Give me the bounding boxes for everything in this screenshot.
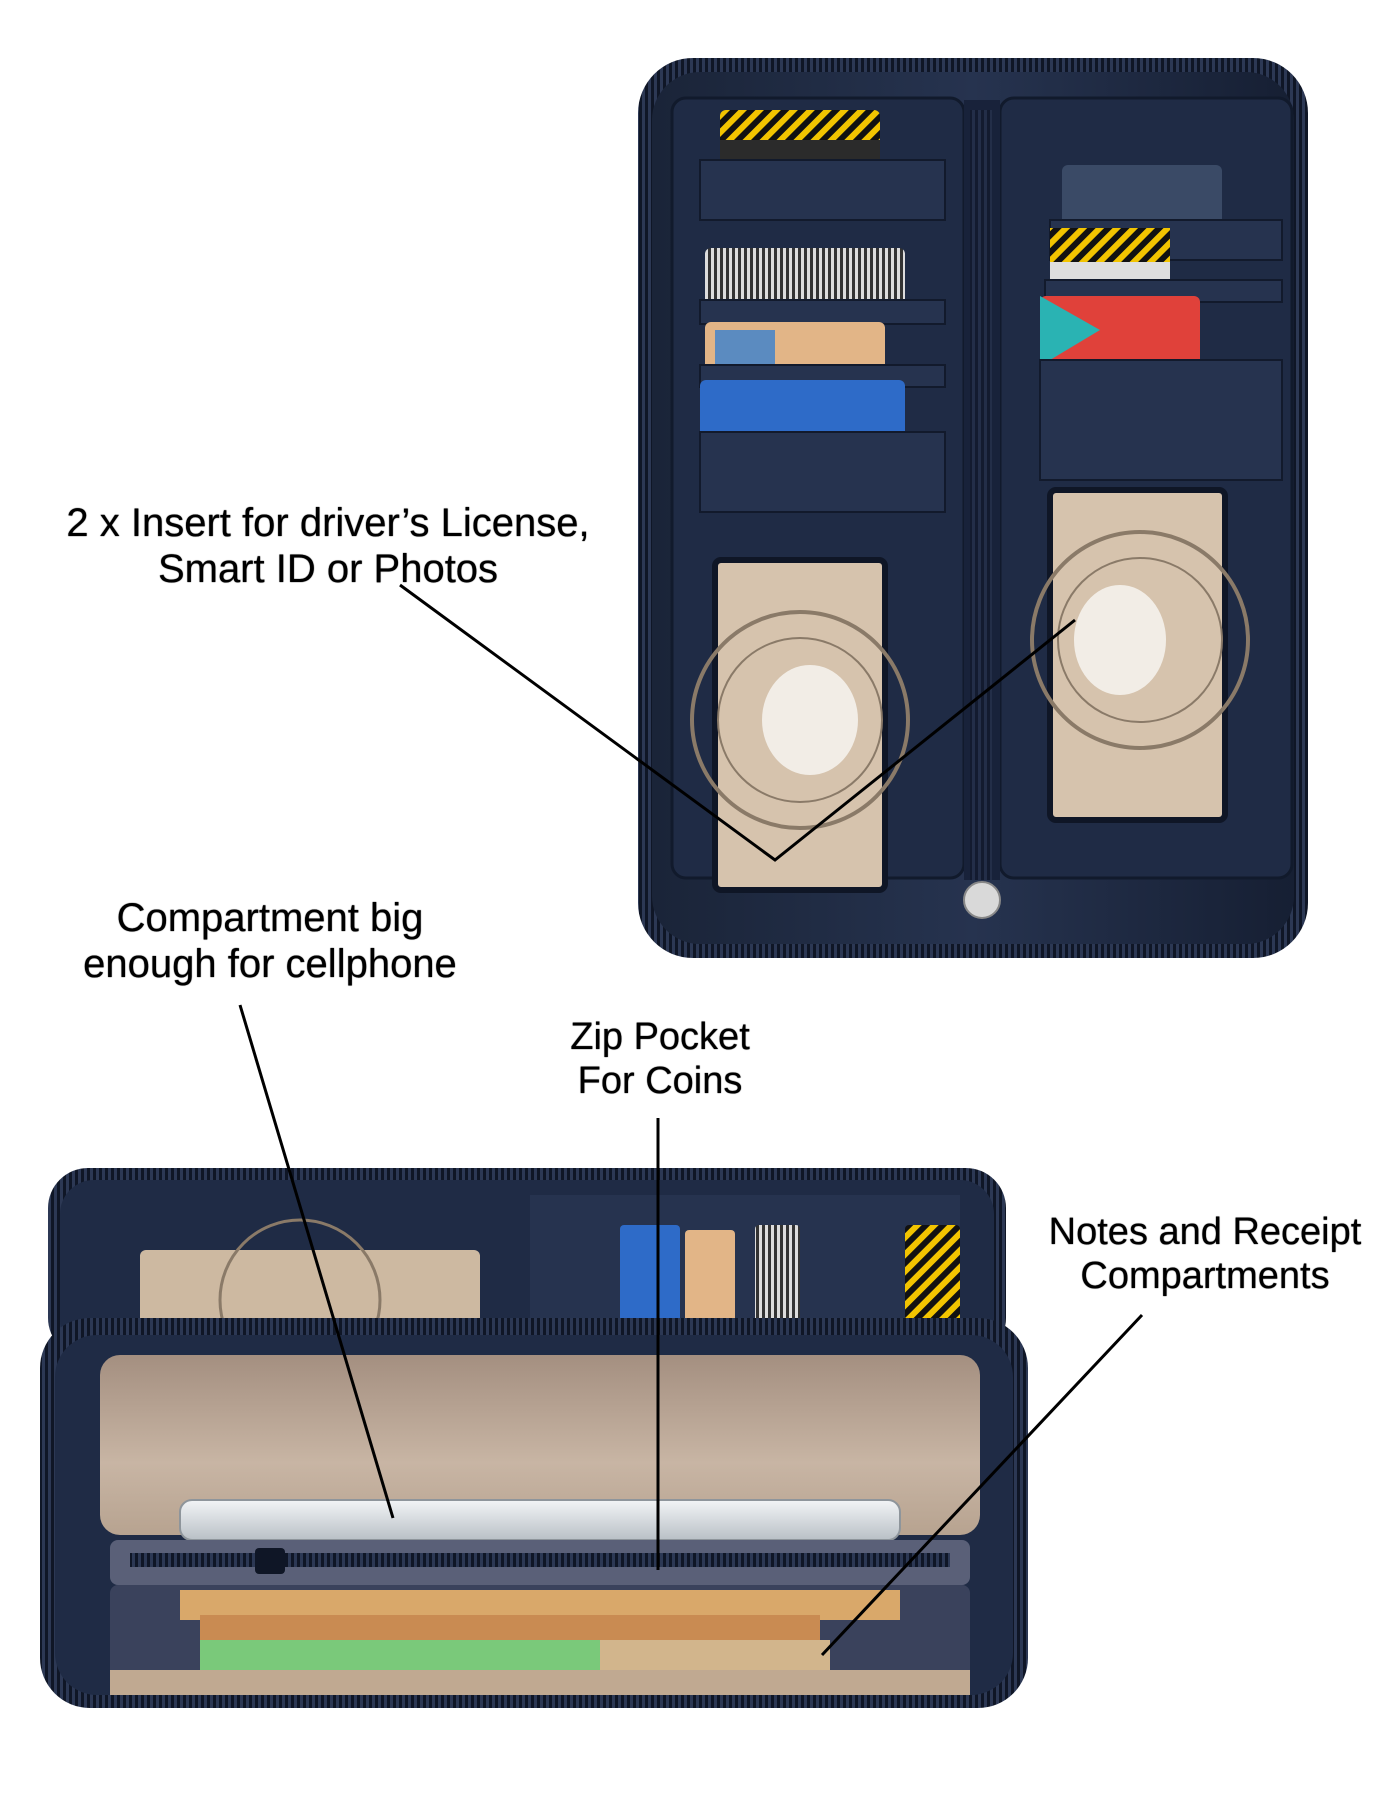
top-wallet-image: [638, 58, 1308, 958]
callout-label-license: 2 x Insert for driver’s License, Smart I…: [48, 500, 608, 592]
license-label-line1: 2 x Insert for driver’s License,: [66, 501, 590, 545]
phone-label-line2: enough for cellphone: [83, 942, 457, 986]
notes-label-line1: Notes and Receipt: [1048, 1211, 1362, 1253]
callout-label-phone: Compartment big enough for cellphone: [60, 895, 480, 987]
top-right-id-window: [1030, 487, 1250, 823]
license-label-line2: Smart ID or Photos: [157, 547, 499, 591]
phone-label-line1: Compartment big: [116, 896, 424, 940]
bottom-wallet-image: [40, 1168, 1028, 1708]
zip-label-line2: For Coins: [577, 1060, 743, 1102]
notes-callout-line: [820, 1313, 1144, 1657]
notes-label-line2: Compartments: [1080, 1255, 1330, 1297]
top-right-cards: [1039, 165, 1283, 481]
callout-label-zip: Zip Pocket For Coins: [560, 1015, 760, 1103]
license-callout-line: [399, 583, 1076, 862]
zip-label-line1: Zip Pocket: [570, 1016, 750, 1058]
phone-callout-line: [238, 1004, 395, 1519]
callout-lines: [238, 583, 1144, 1657]
top-left-cards: [699, 110, 946, 513]
callout-label-notes: Notes and Receipt Compartments: [1030, 1210, 1380, 1298]
